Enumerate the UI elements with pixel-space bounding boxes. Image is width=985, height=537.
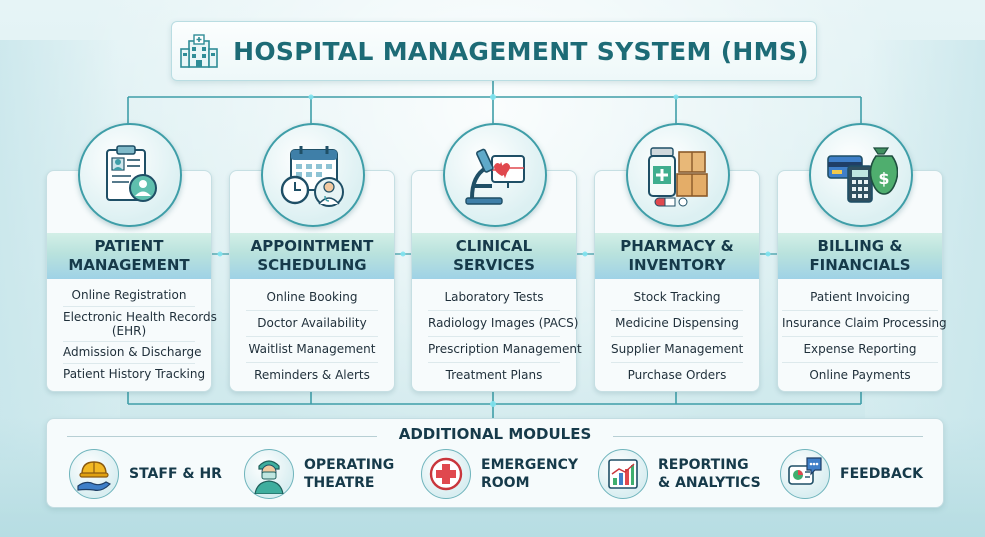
module-icon-circle: [78, 123, 182, 227]
feature-item-continuation: (EHR): [63, 324, 195, 342]
feature-item[interactable]: Medicine Dispensing: [611, 311, 743, 337]
additional-module-feedback[interactable]: FEEDBACK: [780, 449, 923, 499]
module-icon-circle: [443, 123, 547, 227]
module-card-billing-financials[interactable]: $ BILLING & FINANCIALS Patient Invoicing…: [777, 123, 947, 392]
module-title-line2: MANAGEMENT: [68, 256, 190, 274]
calendar-clock-doctor-icon: [280, 146, 344, 207]
glow-dot: [673, 94, 679, 100]
feature-item[interactable]: Reminders & Alerts: [254, 368, 370, 382]
module-card-appointment-scheduling[interactable]: APPOINTMENT SCHEDULING Online Booking Do…: [229, 123, 395, 392]
module-title-line1: PATIENT: [94, 237, 164, 255]
module-title-line2: FINANCIALS: [809, 256, 911, 274]
hard-hat-hand-icon: [69, 449, 119, 499]
additional-modules-panel: ADDITIONAL MODULES STAFF & HR OPERATING: [46, 418, 944, 508]
module-label: ROOM: [481, 475, 530, 491]
module-card-pharmacy-inventory[interactable]: PHARMACY & INVENTORY Stock Tracking Medi…: [594, 123, 760, 392]
module-label: FEEDBACK: [840, 466, 923, 482]
glow-dot: [308, 94, 314, 100]
svg-text:$: $: [878, 169, 889, 188]
surgeon-icon: [244, 449, 294, 499]
glow-dot: [400, 251, 406, 257]
module-card-patient-management[interactable]: PATIENT MANAGEMENT Online Registration E…: [46, 123, 217, 392]
additional-module-operating-theatre[interactable]: OPERATING THEATRE: [244, 449, 394, 499]
module-header: PATIENT MANAGEMENT: [47, 233, 211, 279]
module-header: CLINICAL SERVICES: [412, 233, 576, 279]
module-feature-list: Laboratory Tests Radiology Images (PACS)…: [412, 285, 582, 388]
module-label: STAFF & HR: [129, 466, 222, 482]
module-icon-circle: $: [809, 123, 913, 227]
module-label-wrap: FEEDBACK: [840, 465, 923, 483]
module-label: & ANALYTICS: [658, 475, 761, 491]
page-title: HOSPITAL MANAGEMENT SYSTEM (HMS): [233, 36, 809, 66]
feature-item[interactable]: Waitlist Management: [246, 337, 378, 363]
additional-module-staff-hr[interactable]: STAFF & HR: [69, 449, 222, 499]
module-icon-circle: [261, 123, 365, 227]
feature-item[interactable]: Supplier Management: [611, 337, 743, 363]
glow-dot: [582, 251, 588, 257]
patient-record-icon: [106, 145, 157, 202]
title-banner: HOSPITAL MANAGEMENT SYSTEM (HMS): [171, 21, 817, 81]
bar-chart-icon: [598, 449, 648, 499]
module-header: BILLING & FINANCIALS: [778, 233, 942, 279]
feature-item[interactable]: Insurance Claim Processing: [782, 311, 947, 337]
red-cross-icon: [421, 449, 471, 499]
feature-item[interactable]: Online Booking: [246, 285, 378, 311]
feature-item[interactable]: Admission & Discharge: [63, 342, 202, 364]
feature-item[interactable]: Patient History Tracking: [63, 367, 206, 381]
module-title-line1: APPOINTMENT: [250, 237, 374, 255]
module-label-wrap: STAFF & HR: [129, 465, 222, 483]
module-title-line1: PHARMACY &: [620, 237, 734, 255]
feature-item[interactable]: Expense Reporting: [782, 337, 938, 363]
feature-item[interactable]: Online Registration: [63, 285, 195, 307]
feature-item[interactable]: Stock Tracking: [611, 285, 743, 311]
module-title-line2: SERVICES: [453, 256, 535, 274]
billing-calculator-money-icon: $: [827, 147, 898, 203]
feature-item[interactable]: Radiology Images (PACS): [428, 311, 578, 337]
hospital-building-icon: [180, 34, 218, 68]
divider-left: [67, 436, 377, 437]
glow-dot: [490, 401, 496, 407]
module-header: PHARMACY & INVENTORY: [595, 233, 759, 279]
module-feature-list: Online Registration Electronic Health Re…: [47, 285, 217, 385]
glow-dot: [490, 94, 496, 100]
additional-module-emergency-room[interactable]: EMERGENCY ROOM: [421, 449, 578, 499]
feature-item[interactable]: Treatment Plans: [445, 368, 543, 382]
feature-item[interactable]: Purchase Orders: [627, 368, 727, 382]
module-header: APPOINTMENT SCHEDULING: [230, 233, 394, 279]
module-label: OPERATING: [304, 457, 395, 473]
module-title-line2: SCHEDULING: [257, 256, 367, 274]
feature-item[interactable]: Doctor Availability: [246, 311, 378, 337]
module-feature-list: Stock Tracking Medicine Dispensing Suppl…: [595, 285, 759, 388]
additional-module-reporting-analytics[interactable]: REPORTING & ANALYTICS: [598, 449, 761, 499]
module-title-line1: CLINICAL: [455, 237, 533, 255]
feature-item[interactable]: Prescription Management: [428, 337, 582, 363]
module-title-line2: INVENTORY: [628, 256, 726, 274]
module-label: REPORTING: [658, 457, 749, 473]
module-label: THEATRE: [304, 475, 375, 491]
divider-right: [613, 436, 923, 437]
module-feature-list: Patient Invoicing Insurance Claim Proces…: [778, 285, 947, 388]
glow-dot: [217, 251, 223, 257]
feature-item[interactable]: Electronic Health Records: [63, 310, 217, 324]
feature-item[interactable]: Laboratory Tests: [428, 285, 560, 311]
module-title-line1: BILLING &: [817, 237, 903, 255]
module-label-wrap: OPERATING THEATRE: [304, 456, 394, 492]
module-card-clinical-services[interactable]: CLINICAL SERVICES Laboratory Tests Radio…: [411, 123, 582, 392]
feature-item[interactable]: Patient Invoicing: [782, 285, 938, 311]
additional-modules-title: ADDITIONAL MODULES: [47, 425, 943, 443]
microscope-heartbeat-icon: [465, 148, 525, 205]
module-label-wrap: EMERGENCY ROOM: [481, 456, 578, 492]
module-feature-list: Online Booking Doctor Availability Waitl…: [230, 285, 394, 388]
module-icon-circle: [626, 123, 730, 227]
module-label-wrap: REPORTING & ANALYTICS: [658, 456, 761, 492]
glow-dot: [765, 251, 771, 257]
feature-item[interactable]: Online Payments: [809, 368, 911, 382]
feedback-chat-icon: [780, 449, 830, 499]
medicine-boxes-icon: [648, 147, 708, 207]
module-label: EMERGENCY: [481, 457, 579, 473]
